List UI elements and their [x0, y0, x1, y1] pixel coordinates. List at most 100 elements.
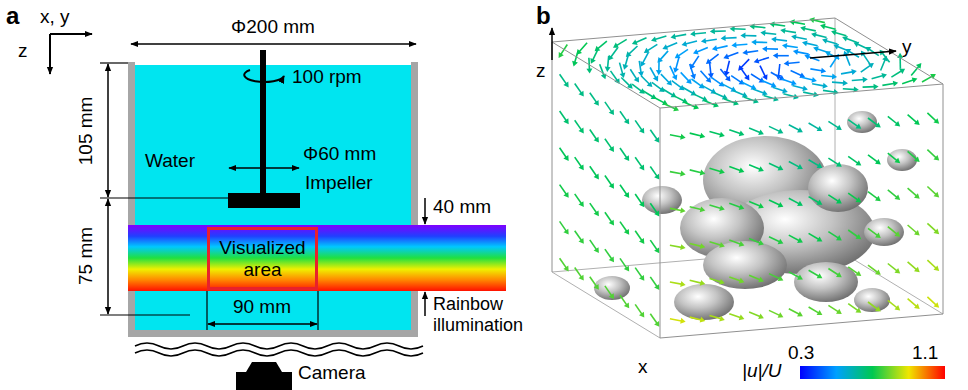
vector-head — [712, 45, 718, 51]
vector-head — [721, 35, 726, 41]
vector-head — [641, 61, 646, 67]
vector-head — [739, 204, 745, 210]
vector-head — [680, 244, 685, 250]
vector-head — [817, 163, 823, 168]
vector-head — [579, 201, 584, 207]
vector-head — [594, 247, 599, 253]
dimension-label: 105 mm — [75, 97, 97, 166]
vector-head — [563, 82, 568, 88]
vector-head — [758, 166, 764, 172]
volume-box-back — [552, 18, 943, 338]
speed-label: 100 rpm — [292, 66, 362, 88]
vector-head — [780, 28, 785, 34]
vector-head — [817, 273, 823, 278]
vector-head — [833, 89, 838, 95]
vector-head — [791, 34, 797, 40]
vector-head — [706, 77, 712, 83]
vector-head — [700, 206, 706, 212]
vector-head — [632, 39, 638, 45]
vector-head — [934, 265, 940, 271]
tank-wall — [128, 62, 135, 337]
vector-head — [680, 281, 685, 287]
axis-line — [810, 51, 896, 58]
box-edge — [552, 272, 660, 338]
extension-line — [100, 314, 190, 315]
colour-bar-tick: 0.3 — [788, 342, 814, 364]
dimension-line — [229, 167, 299, 169]
vector-head — [624, 266, 629, 272]
vector-head — [895, 158, 901, 164]
vortex-blob — [594, 276, 630, 300]
dimension-label: Φ60 mm — [303, 143, 376, 165]
vortex-blob — [794, 262, 858, 302]
vector-head — [800, 26, 806, 32]
vector-head — [836, 162, 842, 167]
vector-head — [739, 167, 745, 173]
vector-head — [739, 315, 745, 321]
vector-head — [586, 69, 592, 74]
vector-head — [609, 257, 614, 263]
vector-head — [725, 76, 731, 82]
box-edge — [660, 314, 943, 338]
vector-head — [762, 46, 767, 52]
vector-shaft — [908, 225, 918, 234]
vector-head — [836, 272, 842, 277]
vector-head — [769, 22, 774, 28]
vector-head — [778, 312, 784, 318]
vector-head — [854, 42, 860, 48]
vector-head — [700, 280, 706, 286]
vector-shaft — [605, 212, 612, 223]
vector-head — [579, 128, 584, 134]
vector-head — [666, 80, 672, 86]
box-edge — [660, 108, 661, 338]
axes-a — [50, 34, 92, 74]
vector-head — [700, 170, 706, 176]
vector-head — [813, 46, 819, 52]
tank-bottom — [128, 330, 418, 337]
axis-label: y — [902, 36, 912, 58]
vector-head — [579, 164, 584, 170]
vector-head — [791, 80, 797, 86]
velocity-vectors — [560, 74, 940, 327]
vector-head — [579, 275, 584, 281]
vector-head — [875, 122, 881, 127]
vector-head — [797, 127, 803, 132]
vector-shaft — [650, 68, 656, 79]
vector-head — [836, 309, 842, 314]
vector-head — [719, 279, 725, 285]
vector-head — [653, 76, 658, 82]
vector-head — [914, 267, 920, 273]
vortex-blob — [642, 186, 682, 214]
vortex-blob — [808, 164, 868, 212]
vector-shaft — [605, 139, 612, 150]
vector-head — [609, 293, 614, 299]
vector-head — [672, 75, 677, 81]
vector-head — [778, 276, 784, 282]
vector-head — [874, 84, 879, 90]
colour-bar-title: |u|/U — [742, 360, 781, 382]
vector-head — [654, 284, 659, 290]
axis-line — [551, 28, 553, 60]
vector-head — [639, 201, 644, 207]
vector-head — [654, 321, 659, 327]
water-tank: WaterVisualized area — [135, 65, 411, 330]
vector-shaft — [605, 176, 612, 187]
rainbow-band — [128, 225, 506, 291]
vector-head — [624, 155, 629, 161]
volume-box-front — [552, 18, 943, 338]
vector-head — [804, 54, 810, 60]
vector-head — [594, 284, 599, 290]
vector-head — [609, 220, 614, 226]
vector-head — [875, 233, 881, 238]
camera-lens — [246, 362, 282, 372]
vector-head — [899, 69, 905, 74]
box-edge — [552, 42, 553, 272]
vector-head — [719, 169, 725, 175]
vector-head — [856, 234, 862, 239]
vector-head — [613, 43, 619, 48]
vector-head — [784, 60, 789, 66]
vector-shaft — [908, 262, 918, 271]
vector-head — [700, 243, 706, 249]
vector-head — [744, 75, 749, 81]
vector-head — [762, 90, 768, 96]
